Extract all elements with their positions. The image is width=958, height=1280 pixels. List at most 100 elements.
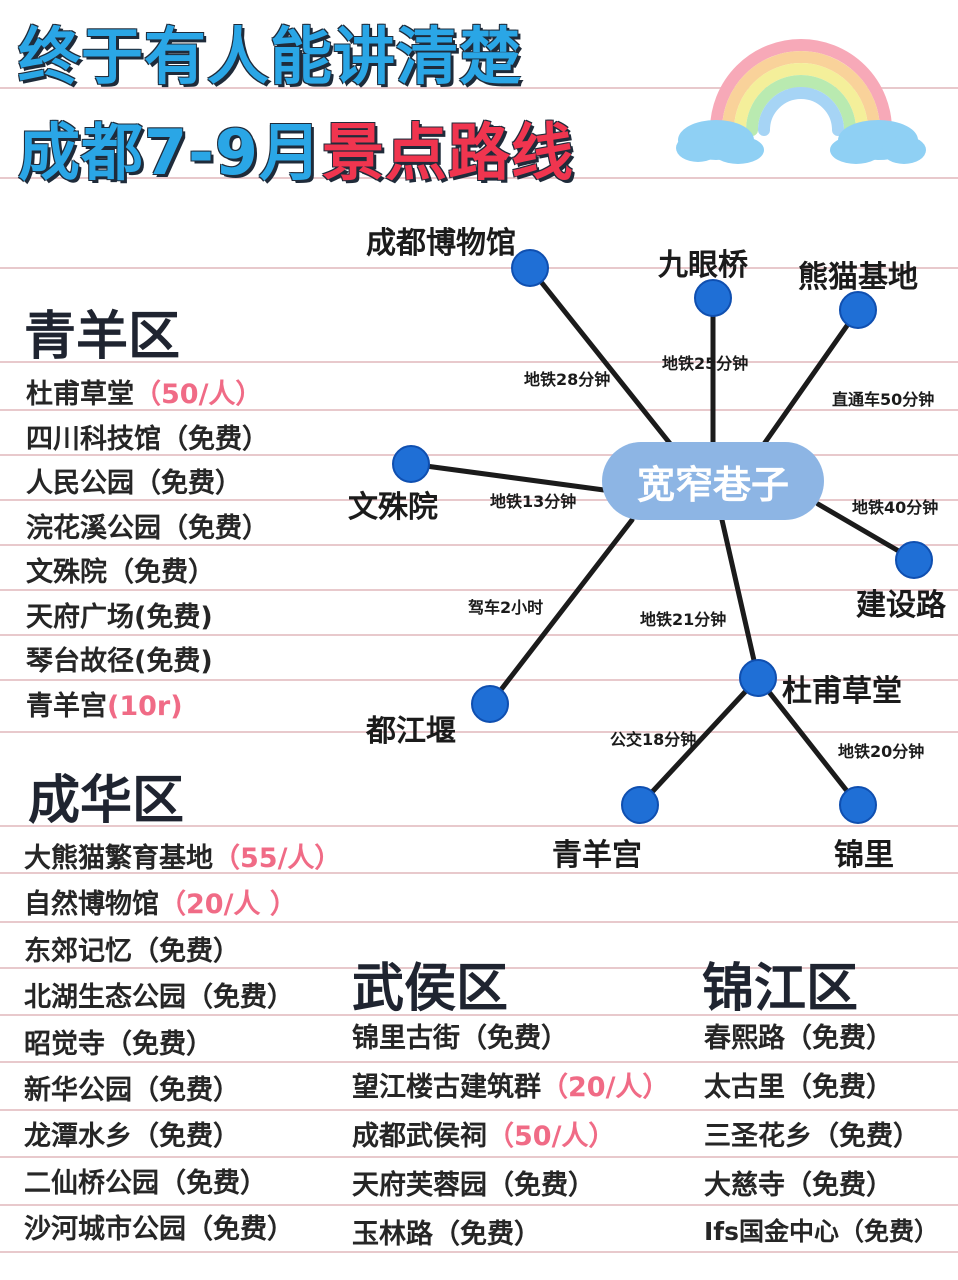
- item-name: 北湖生态公园（免费）: [24, 982, 294, 1014]
- edge-dujiangyan: [487, 517, 635, 707]
- item-name: 天府芙蓉园（免费）: [352, 1170, 595, 1201]
- label-wenshuyuan: 文殊院: [348, 490, 438, 525]
- label-jiuyanqiao: 九眼桥: [658, 248, 748, 283]
- list-item: 望江楼古建筑群（20/人）: [352, 1065, 669, 1114]
- label-qingyanggong: 青羊宫: [552, 838, 642, 873]
- item-name: 龙潭水乡（免费）: [24, 1121, 240, 1153]
- district-chenghua-list: 大熊猫繁育基地（55/人） 自然博物馆（20/人 ） 东郊记忆（免费） 北湖生态…: [24, 836, 341, 1254]
- item-name: 大熊猫繁育基地: [24, 843, 213, 874]
- item-name: 东郊记忆（免费）: [24, 935, 240, 967]
- list-item: 四川科技馆（免费）: [26, 417, 269, 462]
- item-name: 锦里古街（免费）: [352, 1023, 568, 1054]
- title-line-2: 成都7-9月景点路线: [18, 102, 574, 192]
- item-price: （50/人）: [487, 1121, 616, 1152]
- item-name: 春熙路（免费）: [704, 1023, 893, 1054]
- list-item: 锦里古街（免费）: [352, 1016, 669, 1065]
- edge-panda-base: [761, 307, 861, 447]
- item-price: （20/人）: [541, 1072, 670, 1103]
- item-name: 四川科技馆（免费）: [26, 423, 269, 455]
- transport-jinli: 地铁20分钟: [838, 742, 925, 761]
- item-price: （55/人）: [213, 843, 342, 874]
- node-jianshelu: [895, 541, 933, 579]
- item-price: （50/人）: [134, 379, 263, 410]
- district-wuhou-list: 锦里古街（免费） 望江楼古建筑群（20/人） 成都武侯祠（50/人） 天府芙蓉园…: [352, 1016, 669, 1261]
- edge-wenshuyuan: [408, 461, 607, 493]
- node-dujiangyan: [471, 685, 509, 723]
- item-name: 天府广场(免费): [26, 601, 213, 633]
- list-item: 春熙路（免费）: [704, 1016, 939, 1065]
- list-item: 天府广场(免费): [26, 595, 269, 640]
- list-item: 太古里（免费）: [704, 1065, 939, 1114]
- node-wenshuyuan: [392, 445, 430, 483]
- item-name: 杜甫草堂: [26, 379, 134, 410]
- node-panda-base: [839, 291, 877, 329]
- node-jinli: [839, 786, 877, 824]
- list-item: 自然博物馆（20/人 ）: [24, 882, 341, 928]
- list-item: Ifs国金中心（免费）: [704, 1212, 939, 1261]
- list-item: 二仙桥公园（免费）: [24, 1161, 341, 1207]
- list-item: 天府芙蓉园（免费）: [352, 1163, 669, 1212]
- item-name: Ifs国金中心（免费）: [704, 1217, 940, 1246]
- item-name: 三圣花乡（免费）: [704, 1121, 920, 1152]
- list-item: 大熊猫繁育基地（55/人）: [24, 836, 341, 882]
- label-panda-base: 熊猫基地: [798, 260, 918, 295]
- list-item: 玉林路（免费）: [352, 1212, 669, 1261]
- item-name: 浣花溪公园（免费）: [26, 512, 269, 544]
- label-jinli: 锦里: [834, 838, 894, 873]
- transport-dufu: 地铁21分钟: [640, 610, 727, 629]
- edge-dufu: [719, 517, 761, 681]
- item-name: 玉林路（免费）: [352, 1219, 541, 1250]
- node-qingyanggong: [621, 786, 659, 824]
- list-item: 北湖生态公园（免费）: [24, 975, 341, 1021]
- label-dufu: 杜甫草堂: [782, 674, 902, 709]
- transport-wenshuyuan: 地铁13分钟: [490, 492, 577, 511]
- label-dujiangyan: 都江堰: [366, 714, 456, 749]
- node-jiuyanqiao: [694, 279, 732, 317]
- label-museum: 成都博物馆: [366, 226, 516, 261]
- district-qingyang-title: 青羊区: [24, 307, 181, 367]
- item-name: 琴台故径(免费): [26, 646, 213, 677]
- node-museum: [511, 249, 549, 287]
- list-item: 青羊宫(10r): [26, 684, 269, 729]
- item-price: (10r): [107, 690, 183, 722]
- item-name: 青羊宫: [26, 690, 107, 722]
- item-price: （20/人 ）: [159, 889, 297, 921]
- label-jianshelu: 建设路: [856, 588, 946, 623]
- node-dufu: [739, 659, 777, 697]
- list-item: 昭觉寺（免费）: [24, 1022, 341, 1068]
- title-line-1: 终于有人能讲清楚: [18, 20, 523, 93]
- item-name: 自然博物馆: [24, 889, 159, 921]
- item-name: 昭觉寺（免费）: [24, 1028, 213, 1060]
- list-item: 沙河城市公园（免费）: [24, 1207, 341, 1253]
- list-item: 大慈寺（免费）: [704, 1163, 939, 1212]
- list-item: 琴台故径(免费): [26, 639, 269, 684]
- edge-jinli: [755, 675, 861, 808]
- item-name: 成都武侯祠: [352, 1121, 487, 1152]
- item-name: 人民公园（免费）: [26, 468, 242, 499]
- list-item: 浣花溪公园（免费）: [26, 506, 269, 551]
- item-name: 二仙桥公园（免费）: [24, 1167, 267, 1199]
- list-item: 成都武侯祠（50/人）: [352, 1114, 669, 1163]
- list-item: 龙潭水乡（免费）: [24, 1114, 341, 1160]
- title-line-2-prefix: 成都7-9月: [18, 116, 323, 189]
- district-jinjiang-list: 春熙路（免费） 太古里（免费） 三圣花乡（免费） 大慈寺（免费） Ifs国金中心…: [704, 1016, 939, 1261]
- district-wuhou-title: 武侯区: [352, 959, 509, 1019]
- item-name: 大慈寺（免费）: [704, 1170, 893, 1201]
- district-jinjiang-title: 锦江区: [702, 959, 859, 1019]
- list-item: 三圣花乡（免费）: [704, 1114, 939, 1163]
- item-name: 文殊院（免费）: [26, 557, 215, 588]
- rainbow-icon: [676, 39, 926, 164]
- item-name: 望江楼古建筑群: [352, 1072, 541, 1103]
- transport-panda-base: 直通车50分钟: [832, 390, 935, 409]
- item-name: 太古里（免费）: [704, 1072, 893, 1103]
- list-item: 文殊院（免费）: [26, 550, 269, 595]
- list-item: 新华公园（免费）: [24, 1068, 341, 1114]
- list-item: 东郊记忆（免费）: [24, 929, 341, 975]
- list-item: 人民公园（免费）: [26, 461, 269, 506]
- edge-museum: [527, 265, 675, 449]
- district-chenghua-title: 成华区: [28, 771, 185, 831]
- transport-jiuyanqiao: 地铁25分钟: [662, 354, 749, 373]
- transport-museum: 地铁28分钟: [524, 370, 611, 389]
